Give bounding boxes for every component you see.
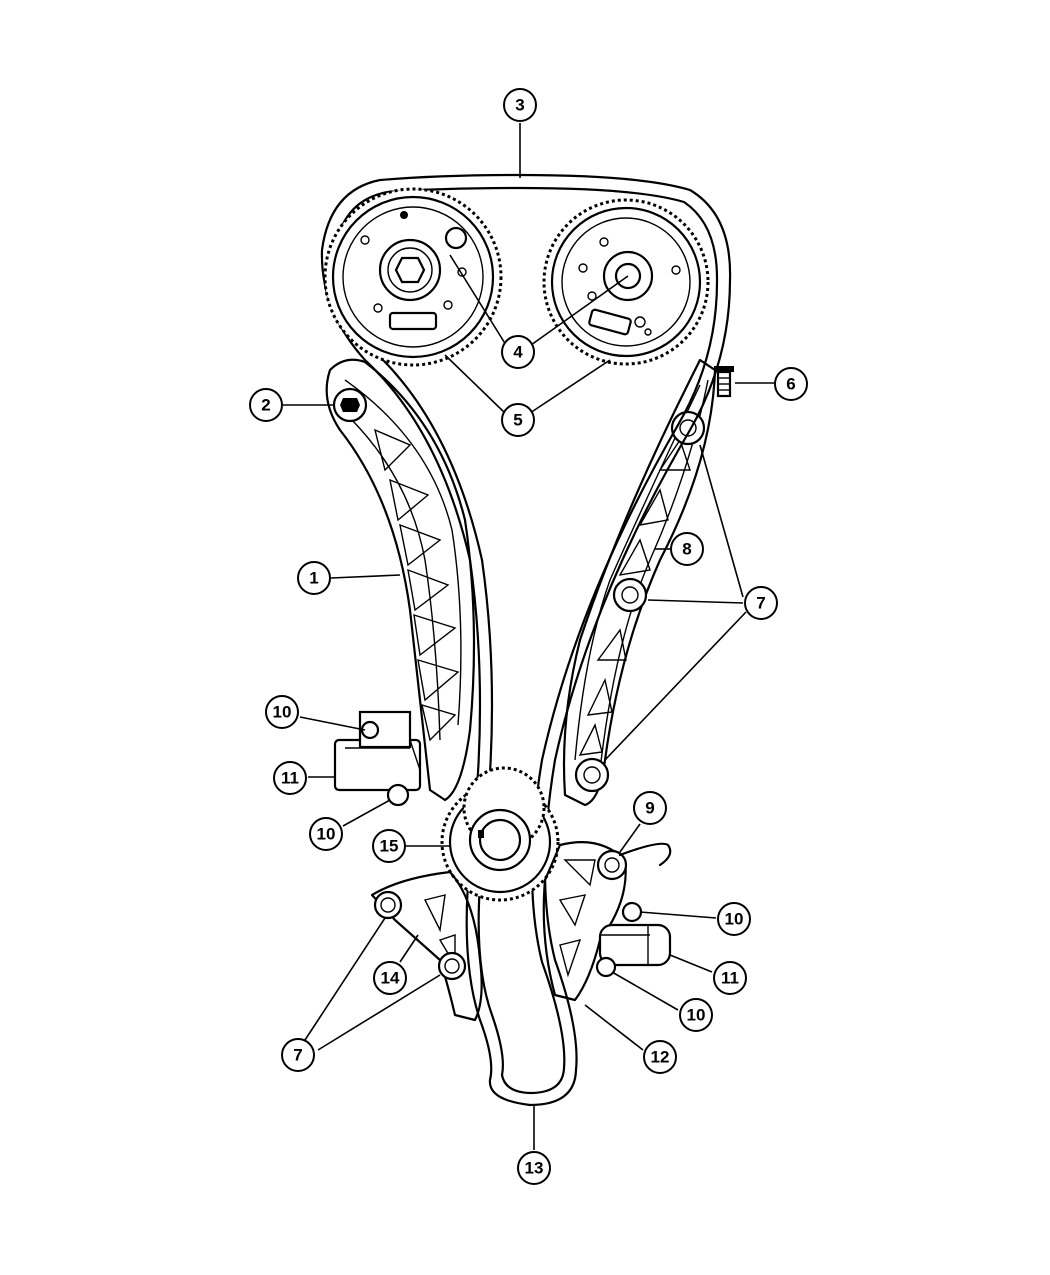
callout-label: 10 (273, 703, 292, 722)
callout-7-right: 7 (744, 586, 778, 620)
callout-label: 2 (261, 396, 270, 415)
callout-label: 11 (281, 769, 299, 788)
callout-label: 7 (293, 1046, 302, 1065)
callout-label: 8 (682, 540, 691, 559)
right-cam-sprocket (542, 198, 710, 366)
left-chain-guide (325, 358, 476, 802)
callout-label: 12 (651, 1048, 670, 1067)
callout-label: 9 (645, 799, 654, 818)
guide-bolt (714, 366, 734, 398)
callout-2: 2 (249, 388, 283, 422)
callout-label: 10 (725, 910, 744, 929)
callout-label: 10 (687, 1006, 706, 1025)
lower-tensioner (595, 901, 672, 978)
callout-14: 14 (373, 961, 407, 995)
callout-label: 11 (721, 969, 739, 988)
callout-15: 15 (372, 829, 406, 863)
callout-label: 4 (513, 343, 523, 362)
timing-chain (320, 173, 732, 1107)
upper-tensioner (333, 710, 422, 807)
callout-label: 13 (525, 1159, 544, 1178)
left-cam-sprocket (323, 187, 503, 367)
callout-4: 4 (501, 335, 535, 369)
callout-label: 10 (317, 825, 336, 844)
callout-label: 7 (756, 594, 765, 613)
callout-11-b: 11 (713, 961, 747, 995)
callout-label: 14 (381, 969, 400, 988)
callout-label: 1 (309, 569, 318, 588)
callout-10-d: 10 (679, 998, 713, 1032)
callout-label: 5 (513, 411, 522, 430)
tensioner-arm (542, 841, 672, 1002)
leader-lines (283, 123, 774, 1150)
callout-6: 6 (774, 367, 808, 401)
callout-label: 3 (515, 96, 524, 115)
callout-9: 9 (633, 791, 667, 825)
callout-10-a: 10 (265, 695, 299, 729)
callout-1: 1 (297, 561, 331, 595)
callout-10-c: 10 (717, 902, 751, 936)
callout-label: 15 (380, 837, 399, 856)
callout-8: 8 (670, 532, 704, 566)
oil-pump-chain-guide (370, 870, 483, 1022)
callout-11-a: 11 (273, 761, 307, 795)
callout-3: 3 (503, 88, 537, 122)
callout-10-b: 10 (309, 817, 343, 851)
callout-7-left: 7 (281, 1038, 315, 1072)
callout-label: 6 (786, 375, 795, 394)
callout-5: 5 (501, 403, 535, 437)
crank-sprocket (440, 766, 560, 902)
callout-12: 12 (643, 1040, 677, 1074)
callout-13: 13 (517, 1151, 551, 1185)
